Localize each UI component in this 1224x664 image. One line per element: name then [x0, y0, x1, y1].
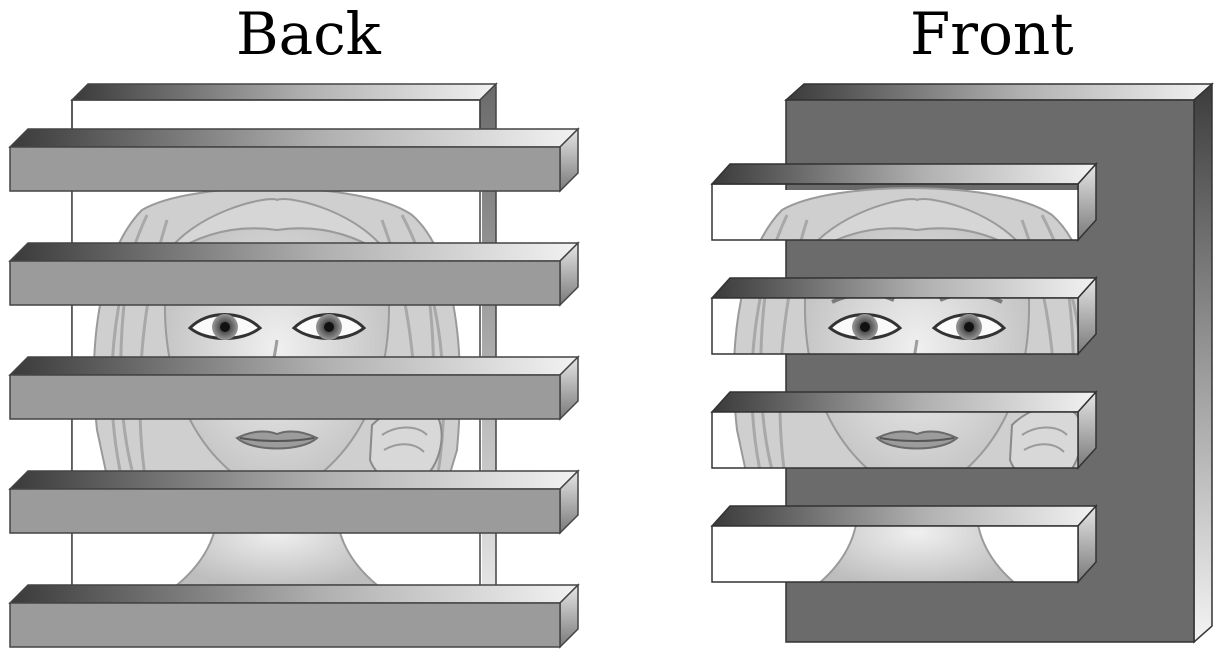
front-strip [710, 162, 1098, 242]
back-title: Back [236, 0, 381, 68]
front-board-side [1193, 82, 1213, 644]
back-panel [8, 82, 580, 649]
front-strip [710, 276, 1098, 356]
back-bar [8, 355, 580, 421]
back-bar [8, 469, 580, 535]
front-strip [710, 390, 1098, 470]
back-board-top [70, 83, 498, 101]
back-bar [8, 583, 580, 649]
front-strip [710, 504, 1098, 584]
back-bar [8, 241, 580, 307]
back-bar [8, 127, 580, 193]
front-panel [710, 82, 1214, 644]
front-title: Front [910, 0, 1074, 68]
front-board-top [784, 83, 1214, 101]
